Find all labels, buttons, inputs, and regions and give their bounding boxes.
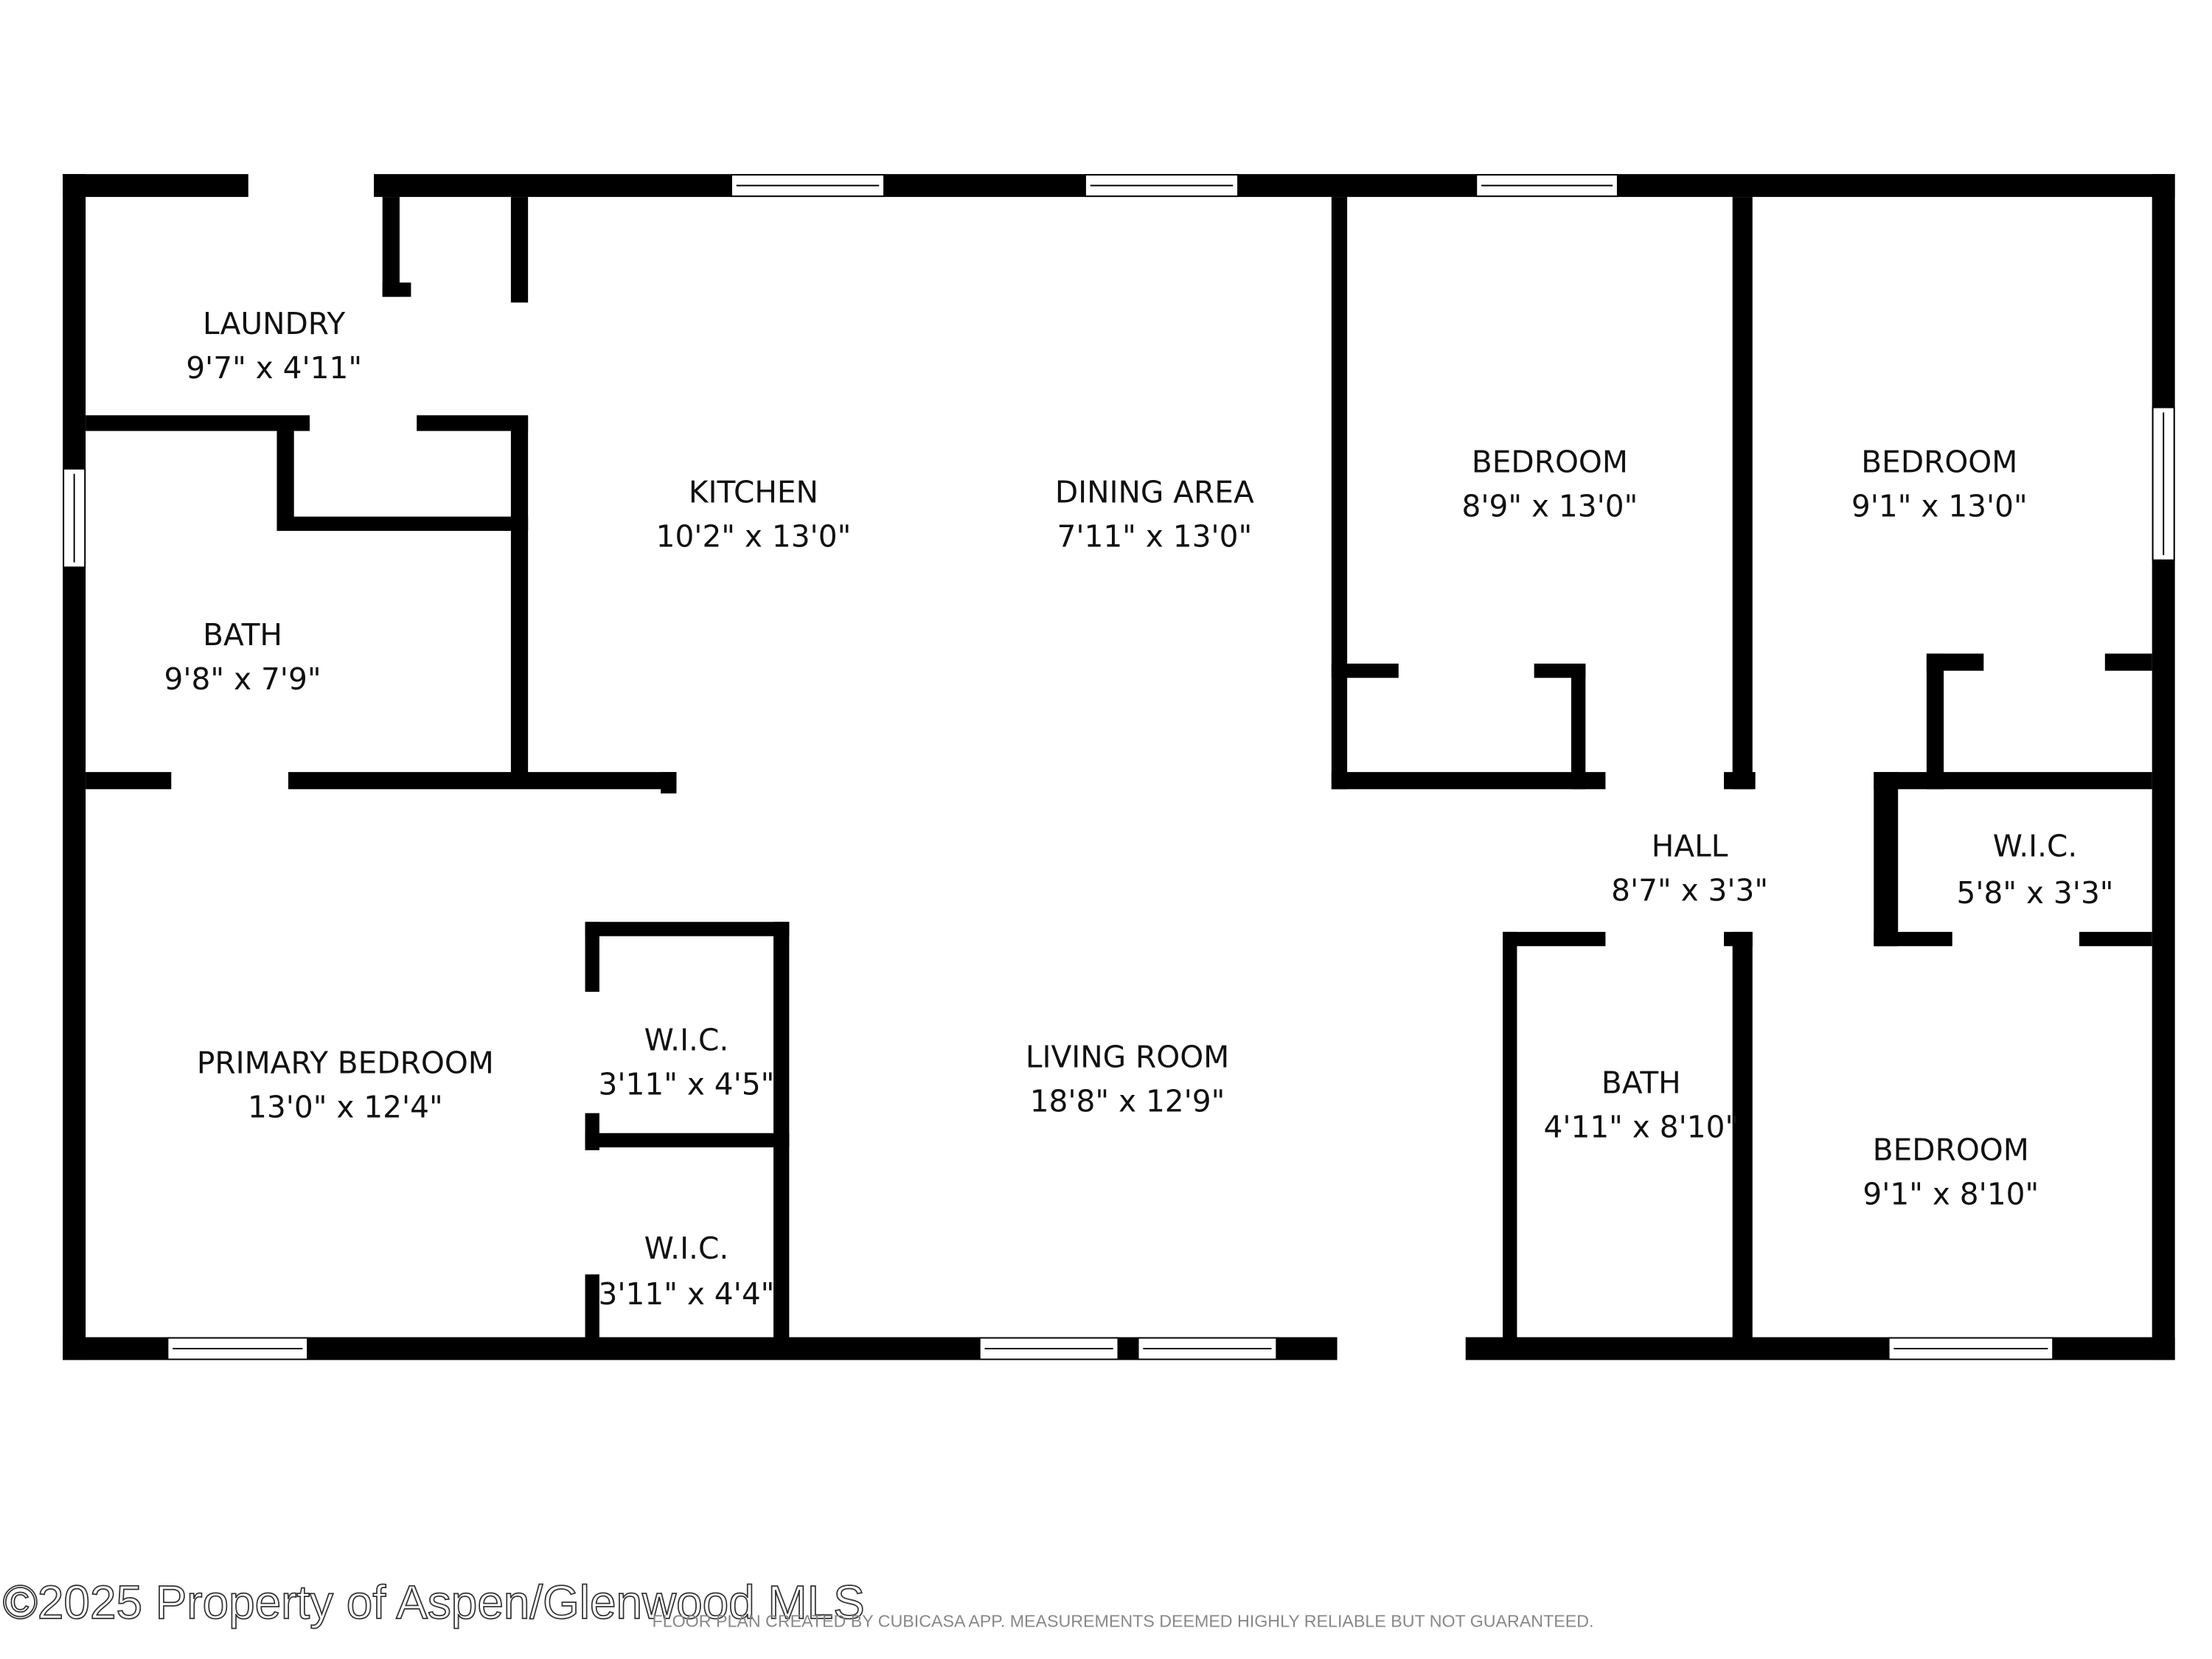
wall [382,197,400,297]
wall [585,922,599,992]
room-size: 3'11" x 4'5" [599,1067,775,1102]
wall [1331,664,1399,678]
room-wic-2: W.I.C. 3'11" x 4'4" [599,1231,775,1312]
room-size: 9'8" x 7'9" [164,661,321,697]
wall [86,415,310,431]
room-size: 8'9" x 13'0" [1462,489,1638,524]
room-name: BATH [1601,1065,1681,1101]
room-hall: HALL 8'7" x 3'3" [1611,828,1768,908]
room-name: BEDROOM [1472,445,1628,480]
wall [86,772,172,790]
wall [1732,931,1753,1349]
room-name: LIVING ROOM [1026,1040,1229,1075]
wall [2152,174,2175,1360]
room-size: 3'11" x 4'4" [599,1276,775,1312]
wall [1732,197,1753,790]
room-size: 9'7" x 4'11" [186,350,362,386]
room-size: 9'1" x 13'0" [1851,489,2028,524]
room-name: LAUNDRY [203,306,345,341]
room-size: 10'2" x 13'0" [656,518,852,554]
window [978,1337,1119,1360]
room-bedroom-3: BEDROOM 9'1" x 8'10" [1863,1133,2039,1212]
room-size: 13'0" x 12'4" [248,1089,443,1124]
wall [276,431,294,531]
room-size: 8'7" x 3'3" [1611,872,1768,908]
window [1475,174,1618,198]
room-name: W.I.C. [644,1231,729,1266]
room-size: 5'8" x 3'3" [1957,875,2114,911]
wall [1724,772,1756,790]
wall [1926,653,1944,790]
wall [510,197,529,303]
room-size: 9'1" x 8'10" [1863,1177,2039,1212]
wall [1874,772,1899,947]
room-size: 7'11" x 13'0" [1057,518,1252,554]
room-name: W.I.C. [644,1023,729,1058]
wall [2079,931,2152,947]
room-bedroom-1: BEDROOM 8'9" x 13'0" [1462,445,1638,524]
wall [1465,1337,2175,1360]
window [63,467,86,568]
room-name: DINING AREA [1055,474,1254,509]
room-name: W.I.C. [1993,828,2078,863]
wall [1331,772,1606,790]
room-wic-1: W.I.C. 3'11" x 4'5" [599,1023,775,1102]
wall [661,772,677,794]
wall [585,1133,790,1148]
wall [63,174,86,1360]
window [1888,1337,2054,1360]
room-name: HALL [1652,828,1728,863]
window [2152,406,2175,561]
wall [1874,772,2152,790]
wall [1874,931,1952,947]
wall [1926,653,1984,671]
watermark: ©2025 Property of Aspen/Glenwood MLS [3,1576,865,1629]
room-primary-bedroom: PRIMARY BEDROOM 13'0" x 12'4" [197,1045,494,1124]
room-name: PRIMARY BEDROOM [197,1045,494,1080]
wall [288,772,677,790]
room-bath-1: BATH 9'8" x 7'9" [164,617,321,697]
window [730,174,885,198]
room-kitchen: KITCHEN 10'2" x 13'0" [656,474,852,554]
wall [510,417,529,785]
room-bath-2: BATH 4'11" x 8'10" [1543,1065,1739,1145]
window [1084,174,1239,198]
window [167,1337,309,1360]
room-name: KITCHEN [689,474,818,509]
walls [63,174,2175,1360]
wall [585,922,790,936]
wall [374,174,2175,198]
room-size: 4'11" x 8'10" [1543,1110,1739,1145]
windows [63,174,2175,1360]
wall [1571,664,1586,790]
room-dining-area: DINING AREA 7'11" x 13'0" [1055,474,1254,554]
room-name: BEDROOM [1861,445,2017,480]
wall [585,1274,599,1349]
window [1137,1337,1278,1360]
room-bedroom-2: BEDROOM 9'1" x 13'0" [1851,445,2028,524]
wall [1503,931,1517,1349]
wall [2104,653,2152,671]
room-living-room: LIVING ROOM 18'8" x 12'9" [1026,1040,1229,1119]
wall [276,516,529,531]
caption: FLOOR PLAN CREATED BY CUBICASA APP. MEAS… [653,1611,1594,1630]
room-wic-hall: W.I.C. 5'8" x 3'3" [1957,828,2114,911]
room-size: 18'8" x 12'9" [1030,1084,1225,1119]
room-name: BEDROOM [1873,1133,2029,1168]
room-name: BATH [203,617,282,653]
wall [1503,931,1606,947]
wall [63,174,248,198]
wall [417,415,529,431]
wall [382,282,411,297]
wall [1331,197,1348,790]
room-laundry: LAUNDRY 9'7" x 4'11" [186,306,362,386]
